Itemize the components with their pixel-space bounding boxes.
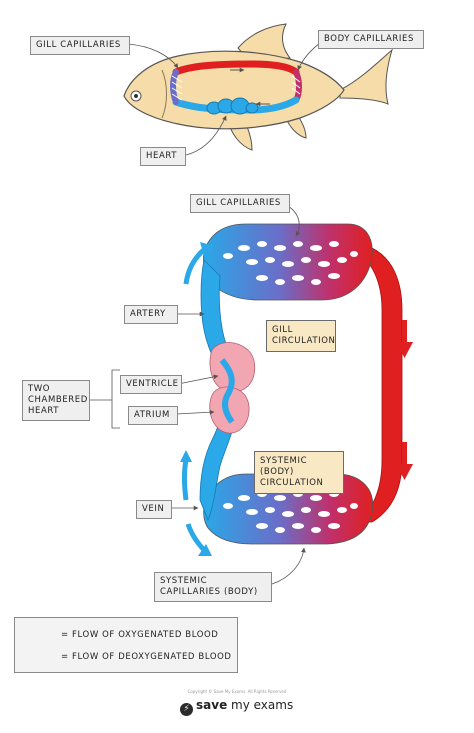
- label-vein: VEIN: [136, 500, 172, 519]
- label-two-chambered-heart: TWO CHAMBERED HEART: [22, 380, 90, 421]
- leader-gill-capillaries: [287, 205, 301, 237]
- fish-oxygenated-vessel: [172, 60, 300, 76]
- gill-circulation-box: GILL CIRCULATION: [266, 320, 336, 352]
- leader-atrium: [175, 409, 215, 415]
- label-systemic-capillaries: SYSTEMIC CAPILLARIES (BODY): [154, 572, 272, 602]
- label-gill-capillaries: GILL CAPILLARIES: [190, 194, 290, 213]
- brand-suffix: my exams: [231, 698, 294, 712]
- label-ventricle: VENTRICLE: [120, 375, 182, 394]
- heart-bracket: [111, 369, 120, 429]
- label-fish-gill-capillaries: GILL CAPILLARIES: [30, 36, 130, 55]
- label-artery: ARTERY: [124, 305, 178, 324]
- fish-gill-vessel: [170, 69, 179, 105]
- leader-fish-gill: [127, 43, 179, 69]
- right-oxygenated-vessel: [354, 247, 403, 523]
- copyright-text: Copyright © Save My Exams. All Rights Re…: [187, 689, 287, 694]
- fish-illustration: [123, 23, 393, 151]
- fish-body-capillary-lines: [291, 75, 301, 95]
- brand-prefix: save: [196, 698, 228, 712]
- gill-capillary-holes: [223, 241, 358, 285]
- fish-gill-capillary-lines: [171, 75, 183, 101]
- leader-fish-heart: [185, 115, 227, 156]
- leader-ventricle: [177, 374, 219, 385]
- fish-heart-chambers: [206, 97, 259, 115]
- legend: = FLOW OF OXYGENATED BLOOD = FLOW OF DEO…: [14, 617, 238, 673]
- label-fish-body-capillaries: BODY CAPILLARIES: [318, 30, 424, 49]
- legend-deoxygenated: = FLOW OF DEOXYGENATED BLOOD: [61, 652, 232, 662]
- fish-tail: [339, 48, 393, 105]
- red-flow-arrows: [396, 320, 413, 480]
- fish-anal-fin: [285, 115, 307, 139]
- brand-logo[interactable]: ⚡save my exams: [180, 698, 293, 716]
- double-circulation-diagram: [180, 223, 413, 556]
- leader-systemic-capillaries: [271, 547, 306, 585]
- bolt-icon: ⚡: [180, 703, 193, 716]
- label-atrium: ATRIUM: [128, 406, 178, 425]
- legend-oxygenated: = FLOW OF OXYGENATED BLOOD: [61, 630, 219, 640]
- label-fish-heart: HEART: [140, 147, 186, 166]
- systemic-circulation-box: SYSTEMIC (BODY) CIRCULATION: [254, 451, 344, 494]
- heart-atrium: [209, 386, 250, 434]
